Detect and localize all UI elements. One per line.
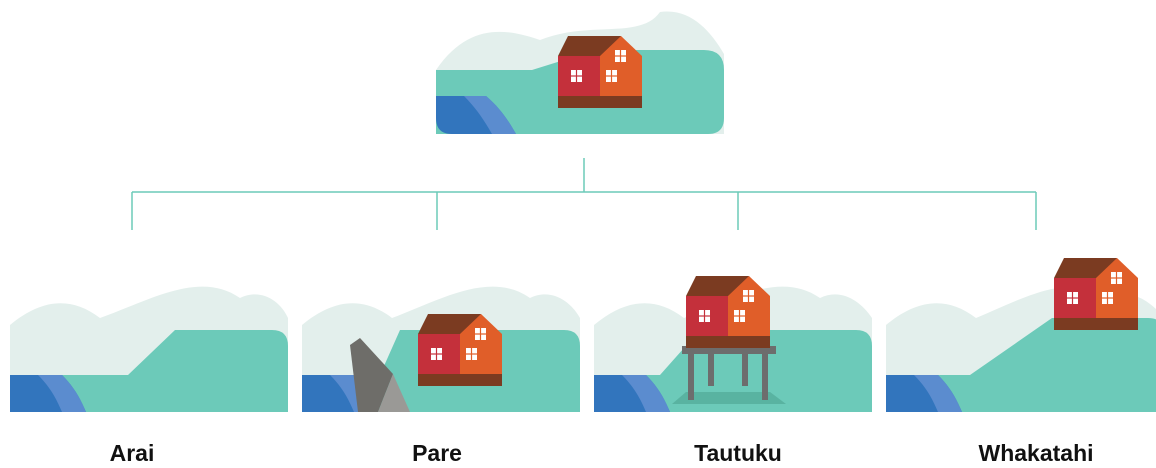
option-label-arai: Arai: [109, 440, 155, 466]
option-label-tautuku: Tautuku: [694, 440, 782, 466]
coast-retreat-icon: [10, 286, 288, 412]
option-label-pare: Pare: [412, 440, 462, 466]
stilt-house-accommodate-icon: [594, 275, 872, 412]
seawall-defend-icon: [302, 286, 580, 412]
top-scene-illustration: [436, 11, 724, 135]
raised-land-house-icon: [886, 257, 1156, 412]
option-label-whakatahi: Whakatahi: [978, 440, 1094, 466]
house-icon: [557, 35, 643, 109]
house-icon: [685, 275, 771, 349]
house-icon: [417, 313, 503, 387]
house-icon: [1053, 257, 1139, 331]
tree-connector-lines: [131, 158, 1037, 230]
